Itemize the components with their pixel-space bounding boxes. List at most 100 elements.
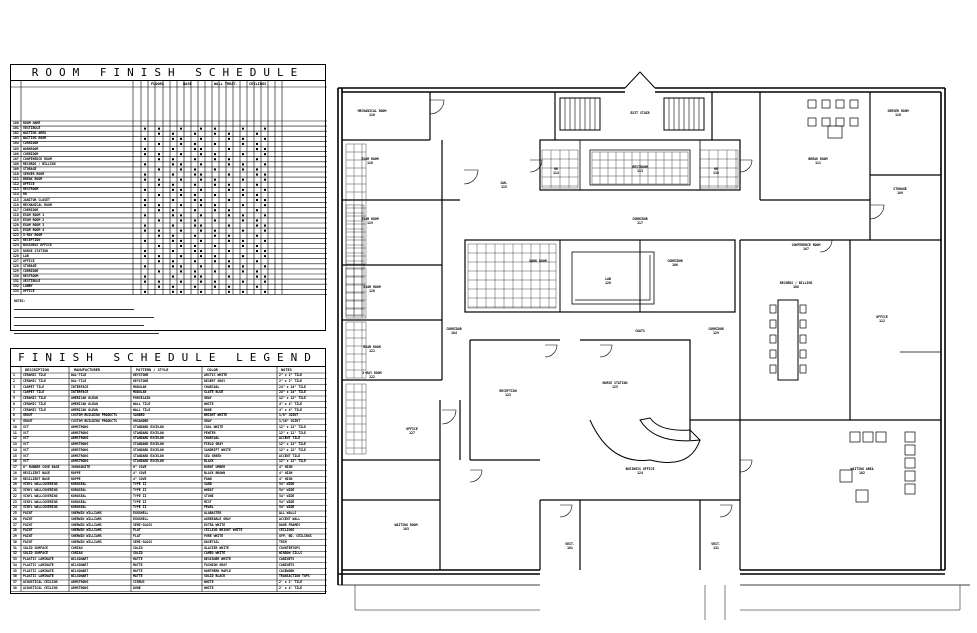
legend-cell: ARMSTRONG	[71, 453, 89, 458]
room-name: LOBBY	[23, 284, 33, 289]
legend-cell: EGGSHELL	[133, 516, 149, 521]
legend-cell: CUSTOM BUILDING PRODUCTS	[71, 413, 118, 418]
legend-cell: ARMSTRONG	[71, 436, 89, 441]
legend-code: 21	[13, 488, 17, 492]
room-number-label: 123	[505, 393, 511, 397]
room-name: CORRIDOR	[23, 141, 39, 146]
legend-code: 4	[13, 390, 15, 395]
legend-cell: DESIGNER WHITE	[204, 557, 231, 561]
legend-cell: CERAMIC TILE	[23, 407, 47, 412]
legend-cell: FIELD GRAY	[204, 442, 224, 446]
legend-code: 29	[13, 534, 17, 538]
legend-cell: UNSANDED	[133, 419, 149, 423]
legend-cell: CABINETS	[279, 562, 295, 567]
room-name: OFFICE	[23, 182, 35, 187]
legend-code: 16	[13, 459, 17, 464]
legend-cell: VCT	[23, 442, 29, 446]
group-base: BASE	[183, 82, 192, 86]
legend-cell: 12" x 12" TILE	[279, 430, 306, 435]
legend-cell: 12" x 12" TILE	[279, 447, 306, 452]
legend-cell: WHITE	[204, 401, 214, 406]
legend-cell: WHEAT	[204, 488, 214, 492]
room-label: RESTROOM	[632, 165, 647, 169]
room-number-label: 113	[637, 169, 643, 173]
legend-cell: SANDED	[133, 413, 145, 418]
legend-cell: PAINT	[23, 522, 33, 527]
legend-code: 11	[13, 430, 17, 435]
room-number: 104	[13, 141, 19, 146]
room-name: JANITOR CLOSET	[23, 197, 50, 202]
room-number-label: 108	[793, 285, 799, 289]
room-number: 105	[13, 146, 19, 151]
finish-schedule-legend: FINISH SCHEDULE LEGEND DESCRIPTION MANUF…	[10, 348, 327, 594]
legend-cell: CHARCOAL	[204, 436, 220, 441]
legend-cell: ARMSTRONG	[71, 442, 89, 446]
room-label: CORRIDOR	[667, 259, 682, 263]
room-label: EXAM ROOM	[361, 217, 378, 221]
room-number-label: 124	[637, 471, 643, 475]
legend-cell: PAINT	[23, 528, 33, 533]
title-rule	[11, 80, 325, 81]
room-number-label: 127	[409, 431, 415, 435]
legend-cell: 2' x 4' TILE	[279, 585, 303, 590]
room-number-label: 130	[713, 171, 719, 175]
legend-cell: 54" WIDE	[279, 488, 295, 492]
legend-cell: GROUT	[23, 413, 33, 418]
room-name: CORRIDOR	[23, 207, 39, 212]
legend-code: 2	[13, 378, 15, 383]
legend-cell: ARCTIC WHITE	[204, 373, 228, 377]
room-number: 129	[13, 268, 19, 273]
legend-cell: KOROSEAL	[71, 488, 87, 492]
legend-cell: STANDARD EXCELON	[133, 430, 164, 435]
legend-cell: KEYSTONE	[133, 373, 149, 377]
legend-cell: MATTE	[133, 557, 143, 561]
room-name: BREAK ROOM	[23, 177, 43, 182]
legend-cell: 2" x 2" TILE	[279, 373, 303, 377]
legend-cell: MIST	[204, 499, 212, 504]
room-name: CONFERENCE ROOM	[23, 156, 52, 161]
legend-cell: 12" x 12" TILE	[279, 442, 306, 446]
room-name: STORAGE	[23, 166, 37, 171]
legend-cell: SAND	[204, 482, 212, 487]
legend-cell: WILSONART	[71, 562, 89, 567]
legend-cell: 6" COVE	[133, 465, 147, 469]
legend-cell: DAL-TILE	[71, 378, 87, 383]
legend-cell: DESERT GRAY	[204, 378, 226, 383]
legend-cell: STANDARD EXCELON	[133, 459, 164, 464]
legend-cell: SOLID	[133, 545, 143, 550]
legend-col-color: COLOR	[207, 368, 218, 372]
schedule-grid	[11, 81, 327, 295]
room-label: CORRIDOR	[708, 327, 723, 331]
legend-cell: ARMSTRONG	[71, 424, 89, 429]
legend-col-notes: NOTES	[281, 368, 292, 372]
legend-cell: STANDARD EXCELON	[133, 442, 164, 446]
legend-cell: KOROSEAL	[71, 482, 87, 487]
room-number-label: 116	[369, 113, 375, 117]
legend-cell: GRAY	[204, 419, 212, 423]
room-label: WAITING ROOM	[394, 523, 417, 527]
legend-cell: CAMEO WHITE	[204, 551, 226, 556]
room-number-label: 101	[567, 546, 573, 550]
room-number-label: 120	[369, 289, 375, 293]
room-name: WAITING ROOM	[23, 136, 47, 141]
legend-cell: SEMI-GLOSS	[133, 522, 153, 527]
legend-cell: GROUT	[23, 419, 33, 423]
legend-col-description: DESCRIPTION	[25, 368, 49, 372]
legend-cell: PAINT	[23, 539, 33, 544]
legend-cell: CARPET TILE	[23, 390, 45, 395]
legend-cell: 1/8" JOINT	[279, 413, 299, 418]
legend-cell: CERAMIC TILE	[23, 373, 47, 377]
legend-cell: EGGSHELL	[133, 511, 149, 515]
legend-code: 13	[13, 442, 17, 446]
room-number: 103	[13, 136, 19, 141]
legend-cell: AMERICAN OLEAN	[71, 396, 98, 400]
room-number: 130	[13, 274, 19, 278]
legend-title: FINISH SCHEDULE LEGEND	[18, 351, 318, 364]
legend-cell: SHERWIN WILLIAMS	[71, 522, 102, 527]
legend-cell: VCT	[23, 424, 29, 429]
legend-cell: CORIAN	[71, 551, 83, 556]
room-name: RECEPTION	[23, 238, 41, 243]
legend-cell: CHARCOAL	[204, 384, 220, 389]
legend-cell: FLAT	[133, 528, 141, 533]
legend-cell: CERAMIC TILE	[23, 378, 47, 383]
